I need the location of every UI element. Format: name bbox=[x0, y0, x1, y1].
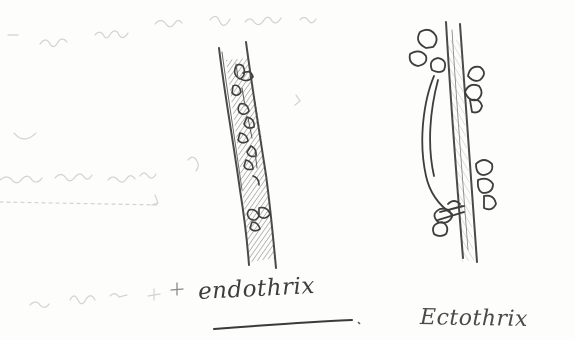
ghost-writing bbox=[0, 16, 316, 307]
ectothrix-label: Ectothrix bbox=[420, 305, 528, 332]
endothrix-hair-shaft bbox=[219, 42, 276, 268]
endothrix-underline bbox=[214, 320, 352, 329]
ectothrix-hair-shaft bbox=[410, 22, 496, 262]
